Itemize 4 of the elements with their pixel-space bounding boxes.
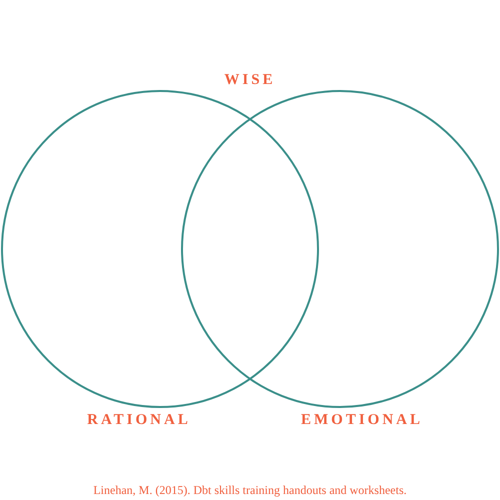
circle-label: RATIONAL bbox=[86, 411, 192, 430]
citation-caption: Linehan, M. (2015). Dbt skills training handouts and worksheets. bbox=[92, 482, 408, 498]
overlap-label: WISE bbox=[223, 71, 277, 90]
circle-label: EMOTIONAL bbox=[300, 411, 424, 430]
